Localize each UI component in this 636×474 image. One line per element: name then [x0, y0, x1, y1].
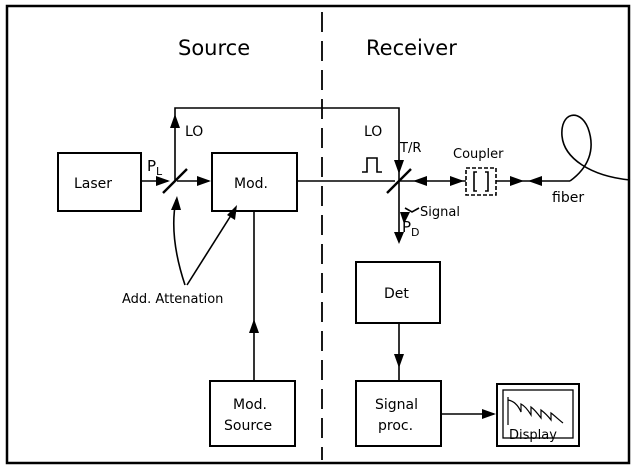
detector-block [355, 261, 441, 324]
det-to-proc-arrowhead [394, 354, 404, 368]
attenuation-arrowhead-2 [227, 205, 237, 220]
laser-output-arrowhead [156, 176, 170, 186]
laser-label: Laser [74, 176, 112, 192]
detector-label: Det [384, 286, 409, 302]
proc-to-display-arrowhead [482, 409, 496, 419]
tr-coupler-arrowhead-left [413, 176, 427, 186]
attenuation-arrowhead-1 [171, 196, 181, 210]
signal-proc-block [355, 380, 442, 447]
signal-label: Signal [420, 205, 460, 220]
tr-label: T/R [399, 141, 421, 156]
fiber-loop [561, 114, 631, 182]
power-laser-label: PL [147, 157, 163, 178]
power-detector-label: PD [402, 218, 420, 239]
coupler-fiber-arrowhead-out [510, 176, 524, 186]
outer-frame [5, 4, 631, 465]
mod-source-label-2: Source [224, 418, 272, 434]
fiber-label: fiber [552, 190, 584, 206]
laser-block [57, 152, 142, 212]
signal-arrow [404, 207, 420, 213]
display-waveform-icon [507, 397, 564, 425]
signal-proc-label-1: Signal [375, 397, 418, 413]
source-heading: Source [178, 36, 250, 60]
lo-down-arrowhead [394, 160, 404, 174]
pulse-icon [362, 157, 382, 173]
attenuation-label: Add. Attenation [122, 292, 223, 307]
source-beam-splitter [162, 168, 188, 194]
modulator-block [211, 152, 298, 212]
mod-source-block [209, 380, 296, 447]
receiver-heading: Receiver [366, 36, 457, 60]
lo-up-arrowhead [170, 114, 180, 128]
attenuation-pointer-1 [173, 199, 186, 286]
coupler-fiber-arrowhead-in [528, 176, 542, 186]
attenuation-pointer-2 [186, 208, 236, 286]
mod-input-arrowhead [197, 176, 211, 186]
lo-source-label: LO [185, 124, 203, 140]
coupler-icon [465, 167, 497, 196]
tr-coupler-arrowhead-right [450, 176, 464, 186]
coupler-label: Coupler [453, 147, 504, 162]
detector-input-arrowhead [394, 232, 404, 244]
mod-source-label-1: Mod. [233, 397, 267, 413]
mod-source-arrowhead [249, 319, 259, 333]
modulator-label: Mod. [234, 176, 268, 192]
signal-arrowhead [400, 212, 410, 224]
display-screen [502, 389, 574, 439]
display-label: Display [509, 428, 557, 443]
lo-path [174, 107, 400, 181]
signal-proc-label-2: proc. [378, 418, 413, 434]
lo-receiver-label: LO [364, 124, 382, 140]
